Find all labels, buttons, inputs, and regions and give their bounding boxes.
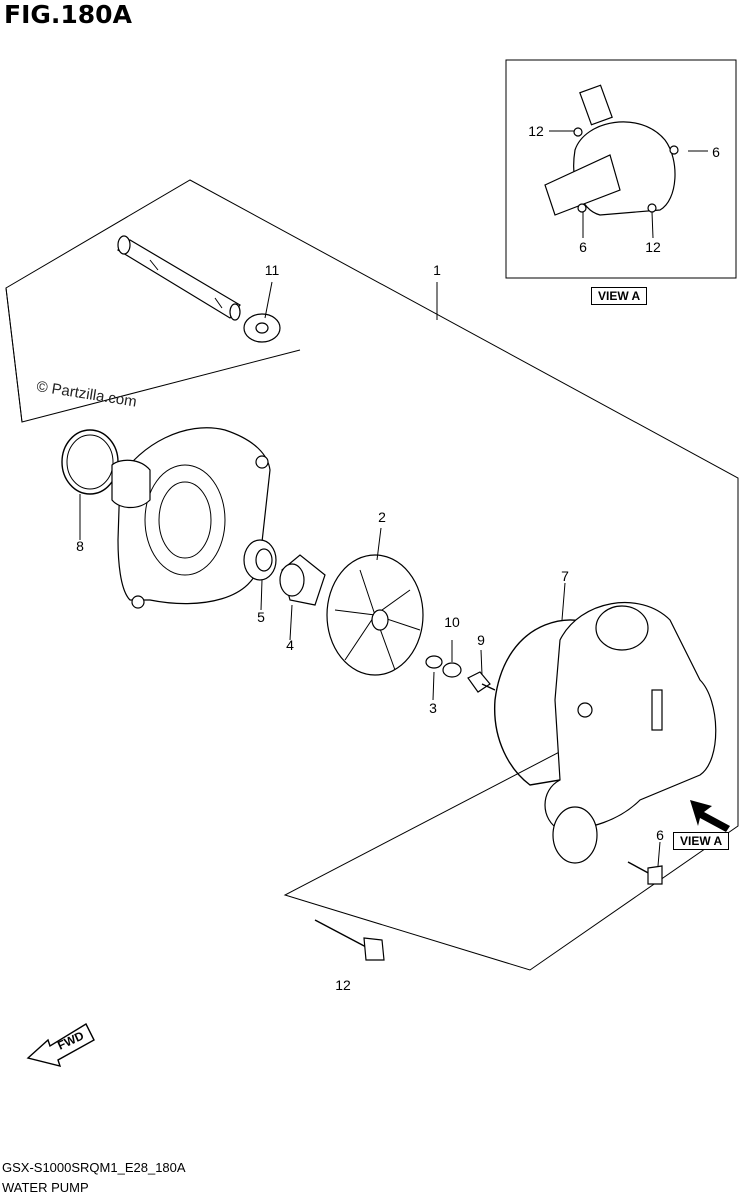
model-code: GSX-S1000SRQM1_E28_180A: [2, 1160, 186, 1175]
washer-3: [425, 655, 443, 669]
inset-callout-12-bottom: 12: [645, 239, 661, 255]
pump-shaft: [116, 235, 241, 321]
inset-callout-12-top: 12: [528, 123, 544, 139]
view-a-arrow: [690, 800, 730, 832]
view-a-inset-cover: [544, 84, 679, 216]
inset-callout-6-right: 6: [712, 144, 720, 160]
fwd-label: FWD: [55, 1028, 86, 1052]
callout-9: 9: [477, 632, 485, 648]
mechanical-seal-5: [243, 539, 277, 581]
assembly-outline-closing: [5, 287, 23, 423]
seal-4: [279, 554, 326, 606]
view-a-label: VIEW A: [673, 832, 730, 850]
view-a-inset-frame: [505, 59, 737, 279]
bolt-9: [467, 671, 496, 693]
inset-callout-6-bottom: 6: [579, 239, 587, 255]
callout-7: 7: [561, 568, 569, 584]
callout-1: 1: [433, 262, 441, 278]
o-ring-8: [61, 429, 119, 495]
callout-12: 12: [335, 977, 351, 993]
washer-11: [243, 313, 281, 343]
callout-4: 4: [286, 637, 294, 653]
bolt-6: [627, 861, 663, 885]
impeller-2: [326, 554, 424, 676]
callout-5: 5: [257, 609, 265, 625]
bolt-12: [314, 919, 385, 961]
callout-8: 8: [76, 538, 84, 554]
section-name: WATER PUMP: [2, 1180, 89, 1195]
callout-11: 11: [264, 262, 280, 278]
leader-lines: [79, 130, 708, 867]
callout-2: 2: [378, 509, 386, 525]
fwd-arrow-icon: FWD: [26, 1023, 95, 1067]
figure-title: FIG.180A: [4, 0, 132, 29]
pump-housing: [111, 427, 271, 609]
pump-cover: [544, 601, 717, 864]
washer-10: [442, 662, 462, 678]
callout-10: 10: [444, 614, 460, 630]
view-a-inset-label: VIEW A: [591, 287, 648, 305]
callout-6: 6: [656, 827, 664, 843]
callout-3: 3: [429, 700, 437, 716]
